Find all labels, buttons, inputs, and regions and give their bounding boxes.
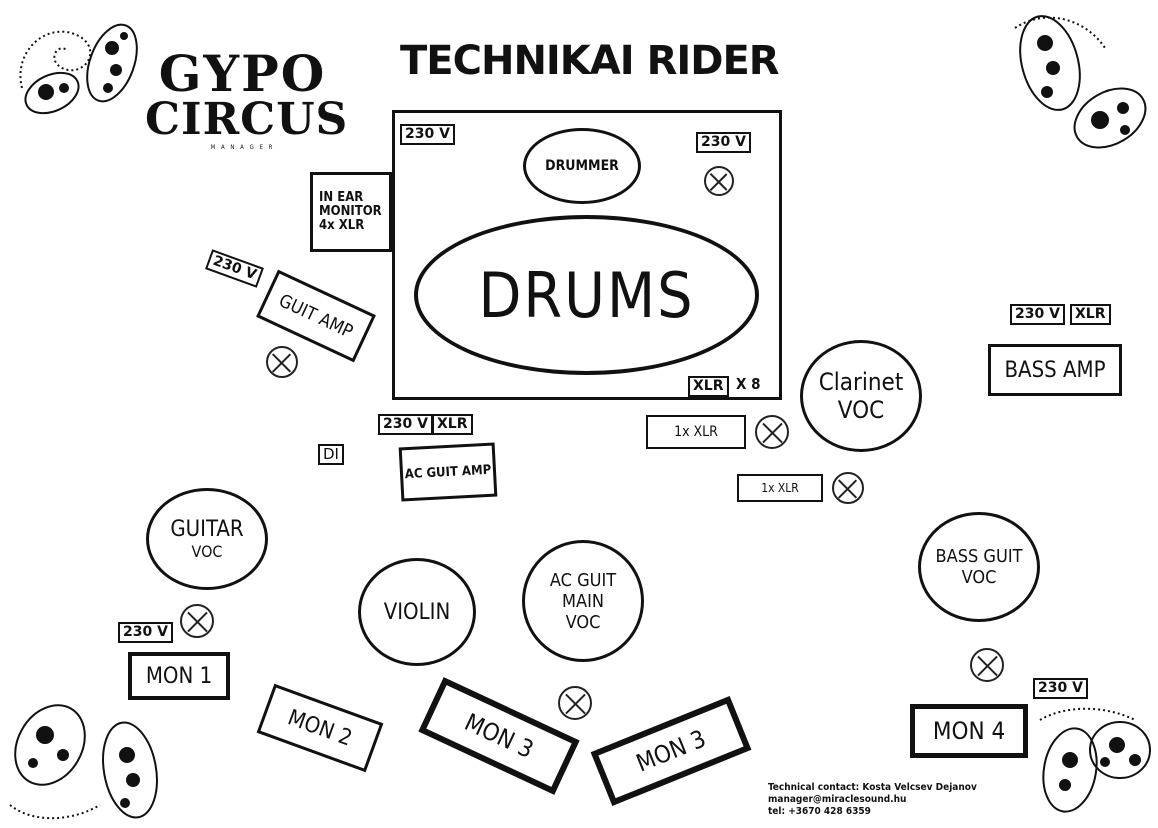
di-box: DI	[318, 444, 344, 465]
mic-icon-clarinet	[755, 415, 789, 449]
mic-icon-center	[558, 686, 592, 720]
logo-line-2: CIRCUS	[145, 94, 349, 145]
power-230v-riser: 230 V	[400, 124, 455, 145]
power-230v-bass-amp: 230 V	[1010, 304, 1065, 325]
ac-guit-xlr-tag: XLR	[432, 414, 473, 435]
drummer-label: DRUMMER	[545, 158, 619, 174]
power-230v-mon4: 230 V	[1033, 678, 1088, 699]
ac-guit-main-label: MAIN	[562, 590, 604, 612]
mon3-left-label: MON 3	[460, 708, 538, 764]
guitar-label: GUITAR	[170, 517, 244, 542]
logo-subtitle: M A N A G E R	[210, 144, 275, 151]
mon4-label: MON 4	[932, 717, 1006, 745]
power-230v-ac-guit: 230 V	[378, 414, 433, 435]
ac-guit-amp-box: AC GUIT AMP	[398, 442, 498, 502]
drums-kit: DRUMS	[414, 215, 759, 375]
mon2-label: MON 2	[284, 704, 356, 752]
guit-amp-label: GUIT AMP	[275, 289, 357, 343]
bass-amp-box: BASS AMP	[988, 344, 1122, 396]
drums-label: DRUMS	[478, 258, 695, 332]
bass-guit-voc-label: VOC	[961, 567, 997, 588]
mic-icon-guit-amp	[266, 346, 298, 378]
bass-guit-label: BASS GUIT	[935, 546, 1023, 567]
bass-amp-label: BASS AMP	[1004, 357, 1106, 383]
bass-amp-xlr-tag: XLR	[1070, 304, 1111, 325]
ac-guit-voc-label: VOC	[565, 611, 601, 633]
accordion-xlr-label: 1x XLR	[761, 481, 799, 495]
page-title: TECHNIKAI RIDER	[400, 38, 780, 84]
in-ear-line-2: MONITOR	[319, 204, 382, 219]
mon3-right-label: MON 3	[632, 724, 710, 778]
drums-xlr-tag: XLR	[688, 376, 729, 397]
mon1-label: MON 1	[145, 663, 213, 689]
in-ear-line-3: 4x XLR	[319, 218, 365, 233]
clarinet-voc-position: Clarinet VOC	[800, 340, 922, 452]
power-230v-mon1: 230 V	[118, 622, 173, 643]
logo-line-1: GYPO	[158, 44, 327, 103]
technical-contact: Technical contact: Kosta Velcsev Dejanov…	[768, 782, 977, 818]
clarinet-voc-label: VOC	[837, 396, 885, 424]
paisley-ornament-bottom-left	[9, 704, 158, 820]
violin-position: VIOLIN	[358, 558, 476, 666]
contact-line-1: Technical contact: Kosta Velcsev Dejanov	[768, 782, 977, 793]
violin-label: VIOLIN	[383, 599, 451, 625]
clarinet-xlr-label: 1x XLR	[674, 424, 718, 440]
drummer-position: DRUMMER	[523, 128, 641, 204]
ac-guit-amp-label: AC GUIT AMP	[404, 462, 492, 482]
mic-icon-drummer	[704, 166, 734, 196]
monitor-4: MON 4	[910, 704, 1028, 758]
power-230v-drummer: 230 V	[696, 132, 751, 153]
monitor-1: MON 1	[128, 652, 230, 700]
guitar-voc-label: VOC	[191, 542, 223, 561]
accordion-xlr-box: 1x XLR	[737, 474, 823, 502]
guitar-voc-position: GUITAR VOC	[146, 488, 268, 590]
paisley-ornament-top-right	[1014, 15, 1147, 149]
clarinet-label: Clarinet	[818, 368, 904, 396]
mic-icon-accordion	[832, 472, 864, 504]
ac-guit-main-voc-position: AC GUIT MAIN VOC	[522, 540, 644, 662]
ac-guit-label: AC GUIT	[549, 569, 617, 591]
paisley-ornament-bottom-right	[1039, 707, 1151, 813]
in-ear-monitor-box: IN EAR MONITOR 4x XLR	[310, 172, 392, 252]
contact-email: manager@miraclesound.hu	[768, 794, 907, 805]
mic-icon-bass-guit	[970, 648, 1004, 682]
drums-xlr-count: X 8	[736, 375, 761, 393]
in-ear-line-1: IN EAR	[319, 190, 364, 205]
paisley-ornament-top-left	[19, 23, 138, 115]
bass-guit-voc-position: BASS GUIT VOC	[918, 512, 1040, 622]
power-230v-guit-amp: 230 V	[205, 249, 264, 288]
monitor-2: MON 2	[256, 683, 384, 773]
monitor-3-right: MON 3	[590, 696, 752, 806]
contact-phone: tel: +3670 428 6359	[768, 806, 871, 817]
band-logo: GYPO CIRCUS M A N A G E R	[145, 44, 349, 152]
clarinet-xlr-box: 1x XLR	[646, 415, 746, 449]
mic-icon-guitar-voc	[180, 604, 214, 638]
monitor-3-left: MON 3	[418, 677, 580, 795]
drum-riser	[392, 110, 782, 400]
